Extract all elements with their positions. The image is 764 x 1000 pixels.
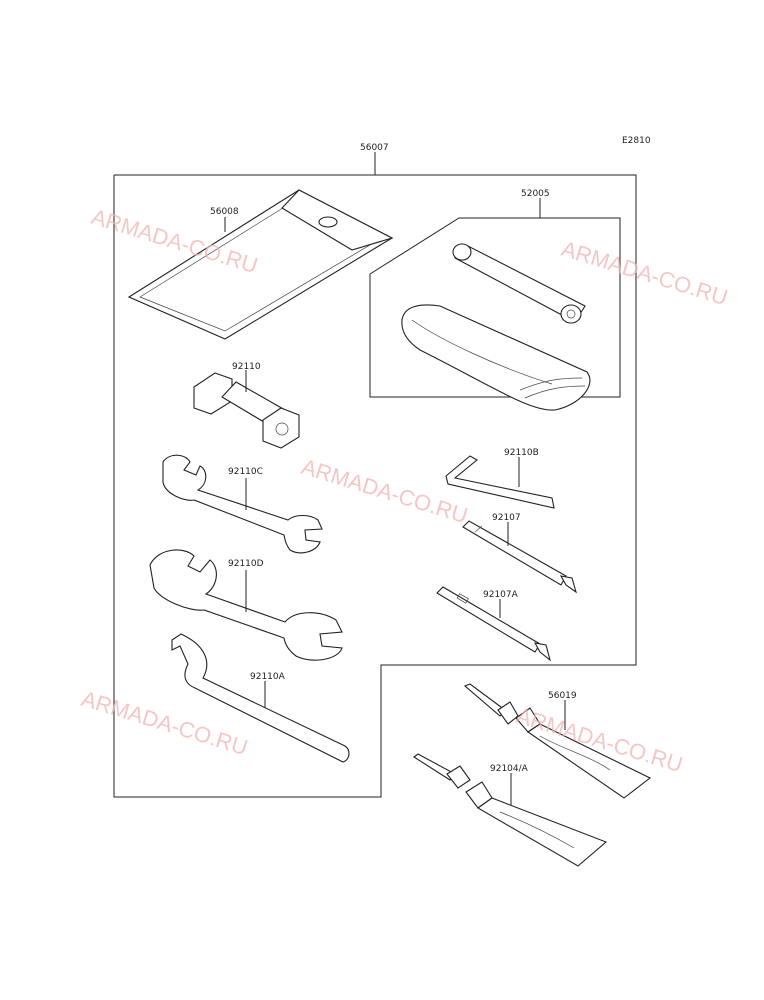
label-92110B[interactable]: 92110B bbox=[504, 448, 539, 458]
label-92104A[interactable]: 92104/A bbox=[490, 764, 529, 774]
diagram-code: E2810 bbox=[622, 136, 651, 146]
grease-tube-illustration bbox=[463, 683, 652, 799]
label-56008[interactable]: 56008 bbox=[210, 207, 239, 217]
watermark-3: ARMADA-CO.RU bbox=[299, 454, 471, 528]
screwdriver-92107a-illustration bbox=[436, 586, 551, 662]
sealant-tube-illustration bbox=[413, 753, 608, 867]
watermark-2: ARMADA-CO.RU bbox=[559, 236, 731, 310]
label-92110A[interactable]: 92110A bbox=[250, 672, 286, 682]
label-92107A[interactable]: 92107A bbox=[483, 590, 519, 600]
label-92110C[interactable]: 92110C bbox=[228, 467, 263, 477]
label-56007[interactable]: 56007 bbox=[360, 143, 389, 153]
wrench-92110d-illustration bbox=[149, 549, 343, 661]
label-56019[interactable]: 56019 bbox=[548, 691, 577, 701]
box-wrench-illustration bbox=[193, 370, 300, 449]
wrench-92110c-illustration bbox=[162, 454, 323, 554]
hex-wrench-illustration bbox=[445, 455, 555, 509]
label-52005[interactable]: 52005 bbox=[521, 189, 550, 199]
plug-wrench-set-illustration bbox=[369, 198, 621, 411]
screwdriver-92107-illustration bbox=[462, 520, 577, 594]
label-92110D[interactable]: 92110D bbox=[228, 559, 264, 569]
label-92107[interactable]: 92107 bbox=[492, 513, 521, 523]
label-92110[interactable]: 92110 bbox=[232, 362, 261, 372]
tool-kit-frame bbox=[113, 152, 637, 798]
wrench-92110a-illustration bbox=[171, 633, 350, 763]
pouch-illustration bbox=[127, 189, 394, 340]
